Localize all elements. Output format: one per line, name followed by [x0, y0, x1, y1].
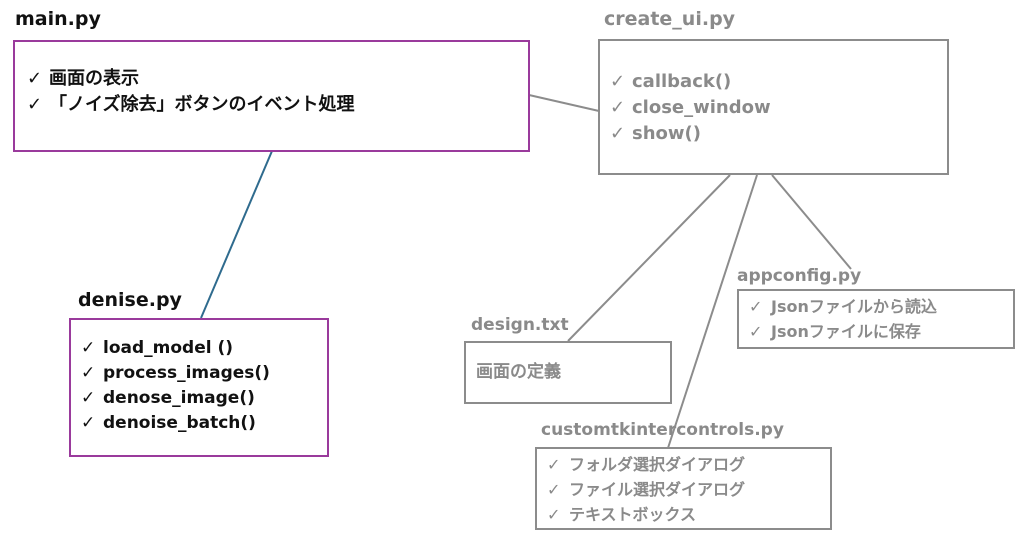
list-item: ✓denoise_batch()	[81, 411, 270, 436]
list-item: ✓denose_image()	[81, 386, 270, 411]
check-icon: ✓	[610, 97, 626, 118]
design-title: design.txt	[471, 315, 569, 335]
check-icon: ✓	[749, 297, 763, 316]
check-icon: ✓	[27, 94, 43, 115]
check-icon: ✓	[81, 363, 96, 383]
check-icon: ✓	[547, 505, 561, 524]
list-item: ✓close_window	[610, 95, 771, 121]
customtk-box: ✓フォルダ選択ダイアログ ✓ファイル選択ダイアログ ✓テキストボックス	[535, 447, 832, 530]
list-item: ✓「ノイズ除去」ボタンのイベント処理	[27, 92, 354, 118]
connector-create-ui-appconfig	[771, 174, 852, 270]
list-item: ✓フォルダ選択ダイアログ	[547, 452, 745, 477]
denise-items: ✓load_model () ✓process_images() ✓denose…	[81, 336, 270, 436]
appconfig-box: ✓Jsonファイルから読込 ✓Jsonファイルに保存	[737, 289, 1015, 349]
connector-main-create-ui	[528, 94, 600, 112]
list-item: ✓callback()	[610, 69, 771, 95]
customtk-title: customtkintercontrols.py	[541, 420, 784, 440]
list-item: ✓ファイル選択ダイアログ	[547, 477, 745, 502]
create-ui-items: ✓callback() ✓close_window ✓show()	[610, 69, 771, 147]
check-icon: ✓	[547, 480, 561, 499]
create-ui-box: ✓callback() ✓close_window ✓show()	[598, 39, 949, 175]
check-icon: ✓	[749, 322, 763, 341]
list-item: ✓画面の表示	[27, 66, 354, 92]
appconfig-items: ✓Jsonファイルから読込 ✓Jsonファイルに保存	[749, 294, 937, 344]
create-ui-title: create_ui.py	[604, 8, 736, 30]
connector-create-ui-design	[567, 174, 731, 342]
connector-main-denise	[200, 150, 273, 319]
connector-create-ui-customtk	[667, 174, 758, 449]
list-item: ✓show()	[610, 121, 771, 147]
main-title: main.py	[15, 8, 101, 30]
list-item: ✓load_model ()	[81, 336, 270, 361]
main-items: ✓画面の表示 ✓「ノイズ除去」ボタンのイベント処理	[27, 66, 354, 118]
design-body: 画面の定義	[476, 362, 561, 382]
check-icon: ✓	[547, 455, 561, 474]
design-box: 画面の定義	[464, 341, 672, 404]
appconfig-title: appconfig.py	[737, 266, 862, 286]
check-icon: ✓	[81, 338, 96, 358]
denise-box: ✓load_model () ✓process_images() ✓denose…	[69, 318, 329, 457]
list-item: ✓process_images()	[81, 361, 270, 386]
list-item: ✓Jsonファイルから読込	[749, 294, 937, 319]
denise-title: denise.py	[78, 289, 182, 311]
check-icon: ✓	[610, 71, 626, 92]
check-icon: ✓	[27, 68, 43, 89]
check-icon: ✓	[81, 413, 96, 433]
list-item: ✓Jsonファイルに保存	[749, 319, 937, 344]
list-item: ✓テキストボックス	[547, 502, 745, 527]
main-box: ✓画面の表示 ✓「ノイズ除去」ボタンのイベント処理	[13, 40, 530, 152]
check-icon: ✓	[81, 388, 96, 408]
customtk-items: ✓フォルダ選択ダイアログ ✓ファイル選択ダイアログ ✓テキストボックス	[547, 452, 745, 527]
check-icon: ✓	[610, 123, 626, 144]
